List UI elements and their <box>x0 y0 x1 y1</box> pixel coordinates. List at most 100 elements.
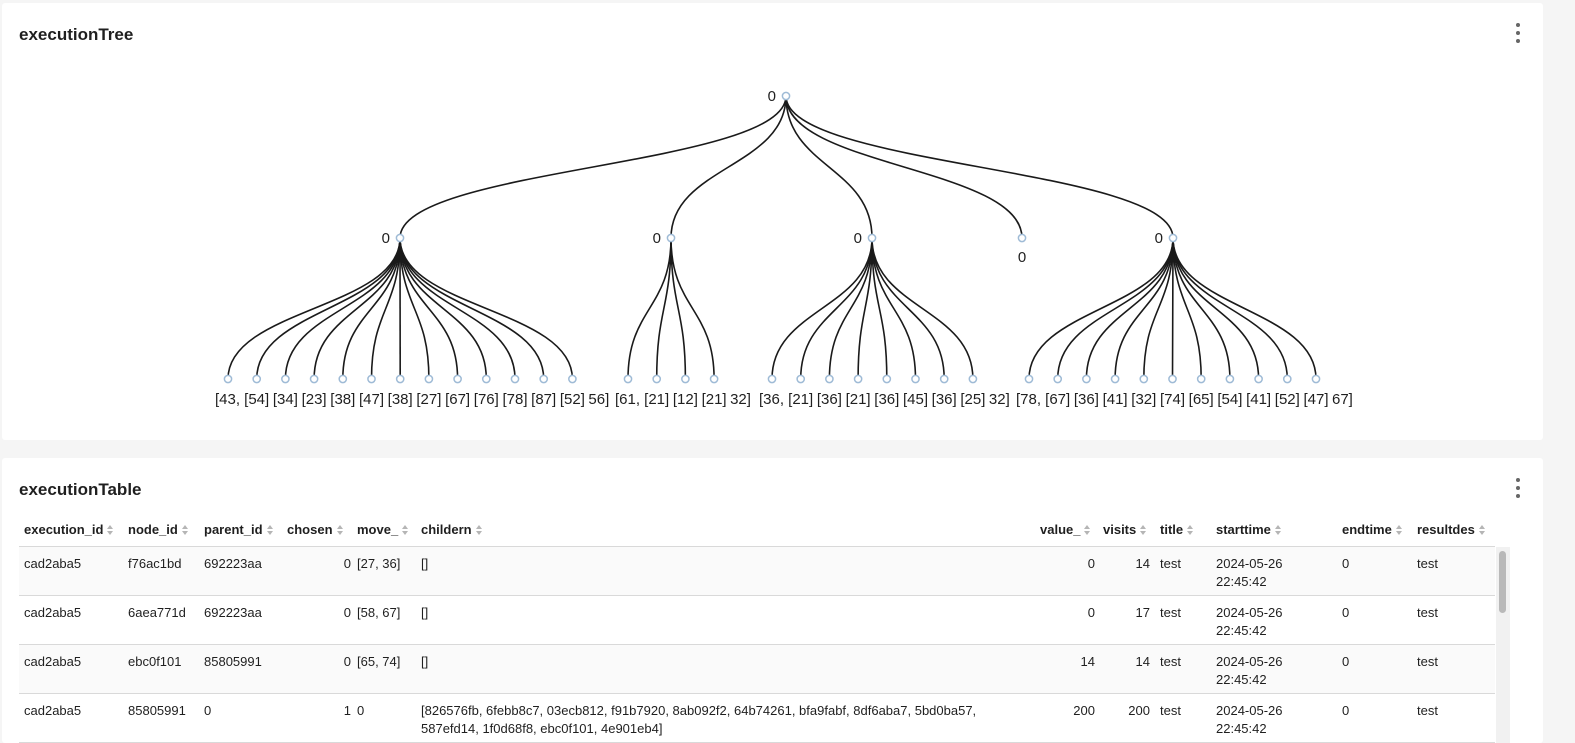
tree-leaf-label: [23] <box>302 391 327 408</box>
tree-link <box>399 237 516 380</box>
tree-branch-node[interactable] <box>1017 233 1027 243</box>
tree-leaf-node[interactable] <box>825 374 834 384</box>
scrollbar-thumb[interactable] <box>1499 551 1506 613</box>
column-header-node-id[interactable]: node_id <box>128 518 189 546</box>
tree-branch-node[interactable] <box>1168 233 1178 243</box>
tree-leaf-node[interactable] <box>1082 374 1091 384</box>
column-header-move[interactable]: move_ <box>357 518 409 546</box>
tree-leaf-node[interactable] <box>367 374 376 384</box>
column-header-title[interactable]: title <box>1160 518 1194 546</box>
cell-node-id: ebc0f101 <box>128 654 182 669</box>
tree-leaf-node[interactable] <box>882 374 892 384</box>
tree-leaf-node[interactable] <box>453 374 462 384</box>
tree-leaf-node[interactable] <box>424 374 434 384</box>
tree-leaf-node[interactable] <box>481 374 491 384</box>
tree-leaf-node[interactable] <box>309 374 319 384</box>
sort-icon[interactable] <box>1140 524 1147 535</box>
tree-link <box>399 237 574 380</box>
more-options-icon[interactable] <box>1513 23 1523 43</box>
tree-root-node[interactable] <box>781 91 791 101</box>
sort-icon[interactable] <box>1274 524 1282 535</box>
tree-leaf-node[interactable] <box>395 374 405 384</box>
tree-leaf-label: [38] <box>388 391 413 408</box>
tree-leaf-label: [52] <box>1275 391 1300 408</box>
tree-leaf-node[interactable] <box>281 374 290 384</box>
column-header-execution-id[interactable]: execution_id <box>24 518 114 546</box>
column-header-starttime[interactable]: starttime <box>1216 518 1282 546</box>
table-scrollbar[interactable] <box>1496 547 1510 743</box>
tree-leaf-node[interactable] <box>681 374 690 384</box>
tree-leaf-node[interactable] <box>1311 374 1321 384</box>
tree-leaf-node[interactable] <box>539 374 549 384</box>
column-header-chosen[interactable]: chosen <box>287 518 344 546</box>
column-header-value[interactable]: value_ <box>1040 518 1091 546</box>
tree-link <box>342 237 401 380</box>
tree-leaf-label: [38] <box>330 391 355 408</box>
tree-leaf-label: [76] <box>474 391 499 408</box>
tree-leaf-label: [41] <box>1246 391 1271 408</box>
column-header-label: value_ <box>1040 522 1081 537</box>
sort-icon[interactable] <box>266 524 274 535</box>
tree-leaf-node[interactable] <box>1110 374 1120 384</box>
tree-leaf-node[interactable] <box>1139 374 1149 384</box>
tree-branch-node[interactable] <box>666 233 676 243</box>
tree-link <box>871 237 888 380</box>
tree-leaf-node[interactable] <box>709 374 719 384</box>
tree-leaf-node[interactable] <box>796 374 806 384</box>
tree-leaf-label: 56] <box>588 391 609 408</box>
column-header-label: childern <box>421 522 472 537</box>
tree-leaf-node[interactable] <box>853 374 863 384</box>
column-header-visits[interactable]: visits <box>1103 518 1147 546</box>
column-header-resultdes[interactable]: resultdes <box>1417 518 1486 546</box>
tree-leaf-label: [54] <box>244 391 269 408</box>
sort-icon[interactable] <box>181 524 189 535</box>
tree-link <box>799 237 873 380</box>
sort-icon[interactable] <box>475 524 483 535</box>
sort-icon[interactable] <box>1084 524 1091 535</box>
cell-chosen: 1 <box>343 703 351 718</box>
tree-branch-node[interactable] <box>395 233 405 243</box>
tree-leaf-node[interactable] <box>939 374 949 384</box>
tree-leaf-node[interactable] <box>1024 374 1034 384</box>
sort-icon[interactable] <box>107 524 114 535</box>
tree-leaf-node[interactable] <box>1225 374 1235 384</box>
tree-leaf-node[interactable] <box>623 374 633 384</box>
sort-icon[interactable] <box>1395 524 1403 535</box>
tree-leaf-node[interactable] <box>338 374 348 384</box>
tree-branch-node[interactable] <box>867 233 877 243</box>
tree-leaf-node[interactable] <box>911 374 920 384</box>
sort-icon[interactable] <box>1187 524 1194 535</box>
tree-leaf-label: [36] <box>874 391 899 408</box>
column-header-endtime[interactable]: endtime <box>1342 518 1403 546</box>
tree-leaf-node[interactable] <box>1196 374 1206 384</box>
sort-icon[interactable] <box>1478 524 1486 535</box>
column-header-childern[interactable]: childern <box>421 518 483 546</box>
tree-leaf-label: [67] <box>445 391 470 408</box>
cell-parent-id: 692223aa <box>204 556 262 571</box>
column-header-parent-id[interactable]: parent_id <box>204 518 274 546</box>
tree-leaf-node[interactable] <box>767 374 777 384</box>
more-options-icon[interactable] <box>1513 478 1523 498</box>
sort-icon[interactable] <box>336 524 344 535</box>
tree-leaf-node[interactable] <box>1282 374 1292 384</box>
tree-leaf-label: [78] <box>502 391 527 408</box>
tree-leaf-node[interactable] <box>1168 374 1177 384</box>
tree-leaf-node[interactable] <box>223 374 233 384</box>
tree-leaf-node[interactable] <box>968 374 978 384</box>
tree-leaf-node[interactable] <box>652 374 662 384</box>
tree-leaf-label: [36] <box>817 391 842 408</box>
tree-leaf-node[interactable] <box>1053 374 1063 384</box>
tree-leaf-node[interactable] <box>1254 374 1263 384</box>
tree-leaf-node[interactable] <box>568 374 577 384</box>
tree-leaf-node[interactable] <box>252 374 262 384</box>
sort-icon[interactable] <box>402 524 409 535</box>
tree-leaf-node[interactable] <box>510 374 520 384</box>
column-header-label: move_ <box>357 522 399 537</box>
tree-link <box>284 237 401 380</box>
tree-link <box>1028 237 1174 380</box>
